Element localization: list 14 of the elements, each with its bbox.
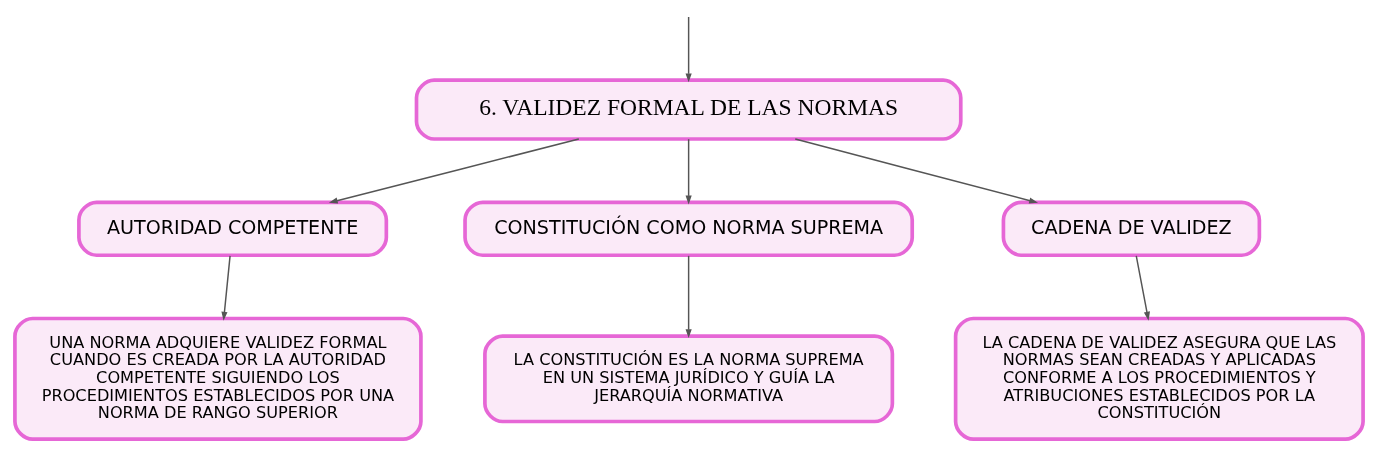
arrow	[685, 255, 692, 339]
node-box: CONSTITUCIÓN COMO NORMA SUPREMA	[463, 200, 915, 258]
node-box: AUTORIDAD COMPETENTE	[77, 200, 389, 258]
arrow	[1135, 255, 1150, 321]
node-box: LA CADENA DE VALIDEZ ASEGURA QUE LAS NORMAS SEAN CREADAS Y APLICADAS CONFORME A LOS PROCEDIMIENTOS Y ATRIBUCIONES ESTABLECIDOS POR LA CONSTITUCIÓN	[953, 316, 1365, 441]
arrow	[794, 138, 1039, 204]
arrow	[328, 138, 580, 204]
arrow	[221, 255, 231, 321]
node-box: 6. VALIDEZ FORMAL DE LAS NORMAS	[414, 78, 963, 141]
node-box: CADENA DE VALIDEZ	[1001, 200, 1262, 258]
node-box: UNA NORMA ADQUIERE VALIDEZ FORMAL CUANDO ES CREADA POR LA AUTORIDAD COMPETENTE SIGUIENDO LOS PROCEDIMIENTOS ESTABLECIDOS POR UNA NORMA DE RANGO SUPERIOR	[13, 316, 423, 441]
node-box: LA CONSTITUCIÓN ES LA NORMA SUPREMA EN UN SISTEMA JURÍDICO Y GUÍA LA JERARQUÍA NORMATIVA	[483, 334, 895, 424]
arrow	[685, 16, 692, 83]
arrow	[685, 138, 692, 205]
